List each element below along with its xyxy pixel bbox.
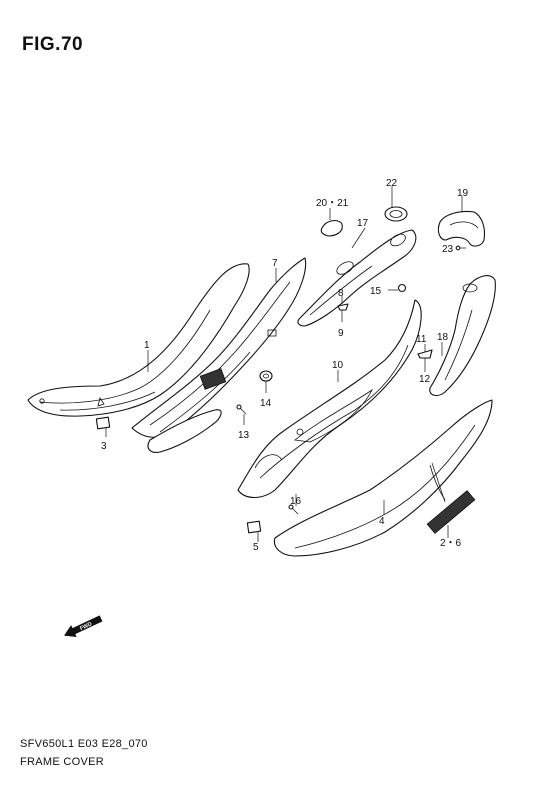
callout-11: 11 xyxy=(416,334,427,345)
callout-23: 23 xyxy=(442,244,454,255)
part-1-left-frame-cover xyxy=(27,263,250,417)
callout-3: 3 xyxy=(101,441,107,452)
callout-20-21: 20・21 xyxy=(316,198,349,209)
leader-lines xyxy=(105,186,463,542)
diagram-name: FRAME COVER xyxy=(20,756,104,768)
part-14-grommet xyxy=(259,370,273,382)
part-20-21-grommet xyxy=(320,219,343,237)
callout-12: 12 xyxy=(419,374,431,385)
part-23-screw xyxy=(455,245,466,251)
callout-19: 19 xyxy=(457,188,469,199)
callout-18: 18 xyxy=(437,332,449,343)
part-2-6-emblem xyxy=(426,490,476,534)
part-17-upper-rear-cover xyxy=(297,229,417,327)
part-10-inner-frame-cover xyxy=(237,299,422,499)
part-4-side-cover xyxy=(273,399,493,557)
callout-9: 9 xyxy=(338,328,344,339)
callout-7: 7 xyxy=(272,258,278,269)
diagram-code: SFV650L1 E03 E28_070 xyxy=(20,738,148,750)
part-7-center-frame-cover xyxy=(131,257,307,453)
part-18-rear-grip xyxy=(429,275,496,397)
callout-15: 15 xyxy=(370,286,382,297)
part-5-pad xyxy=(246,520,262,534)
callout-13: 13 xyxy=(238,430,250,441)
callout-1: 1 xyxy=(144,340,150,351)
part-3-pad xyxy=(95,416,111,430)
part-11-clip xyxy=(417,349,433,359)
part-15-screw xyxy=(397,283,407,293)
callout-22: 22 xyxy=(386,178,398,189)
fwd-arrow-icon: FWD xyxy=(64,615,103,638)
fwd-label: FWD xyxy=(79,621,93,632)
part-13-screw xyxy=(236,404,247,415)
part-19-tail-cap xyxy=(437,210,486,247)
callout-5: 5 xyxy=(253,542,259,553)
callout-10: 10 xyxy=(332,360,344,371)
part-8-clip xyxy=(337,303,349,311)
part-16-screw xyxy=(288,504,299,515)
callout-8: 8 xyxy=(338,288,344,299)
callout-14: 14 xyxy=(260,398,272,409)
callout-17: 17 xyxy=(357,218,369,229)
part-22-cap xyxy=(384,206,408,222)
callout-4: 4 xyxy=(379,516,385,527)
callout-2-6: 2・6 xyxy=(440,538,462,549)
callout-16: 16 xyxy=(290,496,302,507)
figure-title: FIG.70 xyxy=(22,34,84,55)
